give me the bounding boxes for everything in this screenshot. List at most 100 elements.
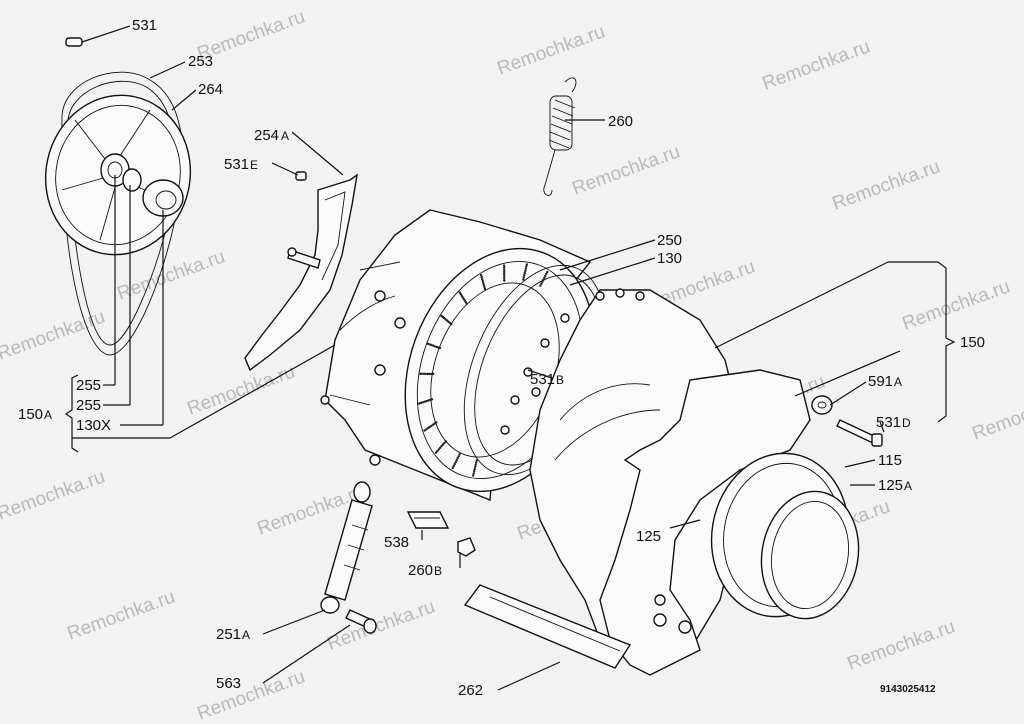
perforation-dot [463,299,466,302]
perforation-dot [544,274,547,278]
perforation-dot [502,264,506,267]
label-130x: 130X [76,417,111,434]
perforation-dot [546,270,549,274]
watermark: Remochka.ru [325,596,438,654]
perforation-dot [428,425,431,429]
perforation-dot [503,270,506,274]
label-130: 130 [657,250,682,267]
label-538: 538 [384,534,409,551]
counterweight-262 [463,584,632,669]
perforation-dot [451,466,454,470]
label-531: 531 [132,17,157,34]
perforation-dot [455,459,458,462]
label-251a: 251A [216,626,250,643]
clip-260b [457,537,476,557]
perforation-dot [452,464,455,468]
perforation-dot [440,444,443,448]
watermark: Remochka.ru [570,141,683,199]
perforation-dot [456,457,459,460]
bolt-icon [65,37,83,47]
watermark: Remochka.ru [845,616,958,674]
perforation-dot [524,267,527,270]
perforation-dot [525,263,528,266]
perforation-dot [473,467,476,471]
perforation-dot [432,372,435,376]
perforation-dot [503,266,506,269]
perforation-dot [429,398,432,402]
screw-icon [295,171,307,181]
label-253: 253 [188,53,213,70]
perforation-dot [426,372,429,376]
perforation-dot [503,275,506,278]
bracket-254a [244,171,358,372]
perforation-dot [475,459,478,462]
label-260: 260 [608,113,633,130]
perforation-dot [479,274,483,277]
perforation-dot [482,283,485,287]
perforation-dot [425,428,428,431]
perforation-dot [419,372,422,375]
label-125: 125 [636,528,661,545]
spring-260 [543,77,577,196]
perforation-dot [503,268,506,272]
perforation-dot [430,372,433,376]
perforation-dot [454,461,457,464]
perforation-dot [421,372,424,375]
label-250: 250 [657,232,682,249]
perforation-dot [522,276,525,279]
perforation-dot [483,285,486,289]
perforation-dot [480,275,483,279]
perforation-dot [474,465,477,469]
label-264: 264 [198,81,223,98]
perforation-dot [540,282,543,285]
perforation-dot [503,277,506,280]
perforation-dot [474,463,477,466]
watermark: Remochka.ru [115,246,228,304]
perforation-dot [457,455,460,458]
leader-lines [64,25,956,691]
perforation-dot [453,462,456,466]
label-563: 563 [216,675,241,692]
diagram-code: 9143025412 [880,684,936,695]
perforation-dot [523,271,526,275]
bolt-531d [836,419,883,447]
perforation-dot [481,277,484,281]
perforation-dot [483,287,487,291]
perforation-dot [525,265,528,268]
label-255-bottom: 255 [76,397,101,414]
perforation-dot [482,281,485,285]
perforation-dot [475,461,478,464]
perforation-dot [543,276,546,279]
perforation-dot [481,279,484,283]
perforation-dot [472,472,475,475]
watermark: Remochka.ru [830,156,943,214]
perforation-dot [472,474,475,477]
label-150a: 150A [18,406,52,423]
watermark: Remochka.ru [0,306,108,364]
front-panel-125 [599,369,860,676]
perforation-dot [458,453,461,456]
watermark: Remochka.ru [195,666,308,724]
label-150: 150 [960,334,985,351]
perforation-dot [443,441,446,445]
watermark: Remochka.ru [900,276,1013,334]
label-531b: 531B [530,371,564,388]
label-262: 262 [458,682,483,699]
perforation-dot [418,402,421,405]
drum-perforations [418,263,549,477]
perforation-dot [431,423,435,426]
label-260b: 260B [408,562,442,579]
washer-591a [811,395,833,415]
label-591a: 591A [868,373,902,390]
perforation-dot [539,284,542,287]
perforation-dot [503,272,506,276]
perforation-dot [422,372,426,375]
perforation-dot [473,470,476,473]
clip-538 [406,511,450,529]
perforation-dot [522,278,525,281]
perforation-dot [423,429,426,432]
perforation-dot [434,451,438,454]
